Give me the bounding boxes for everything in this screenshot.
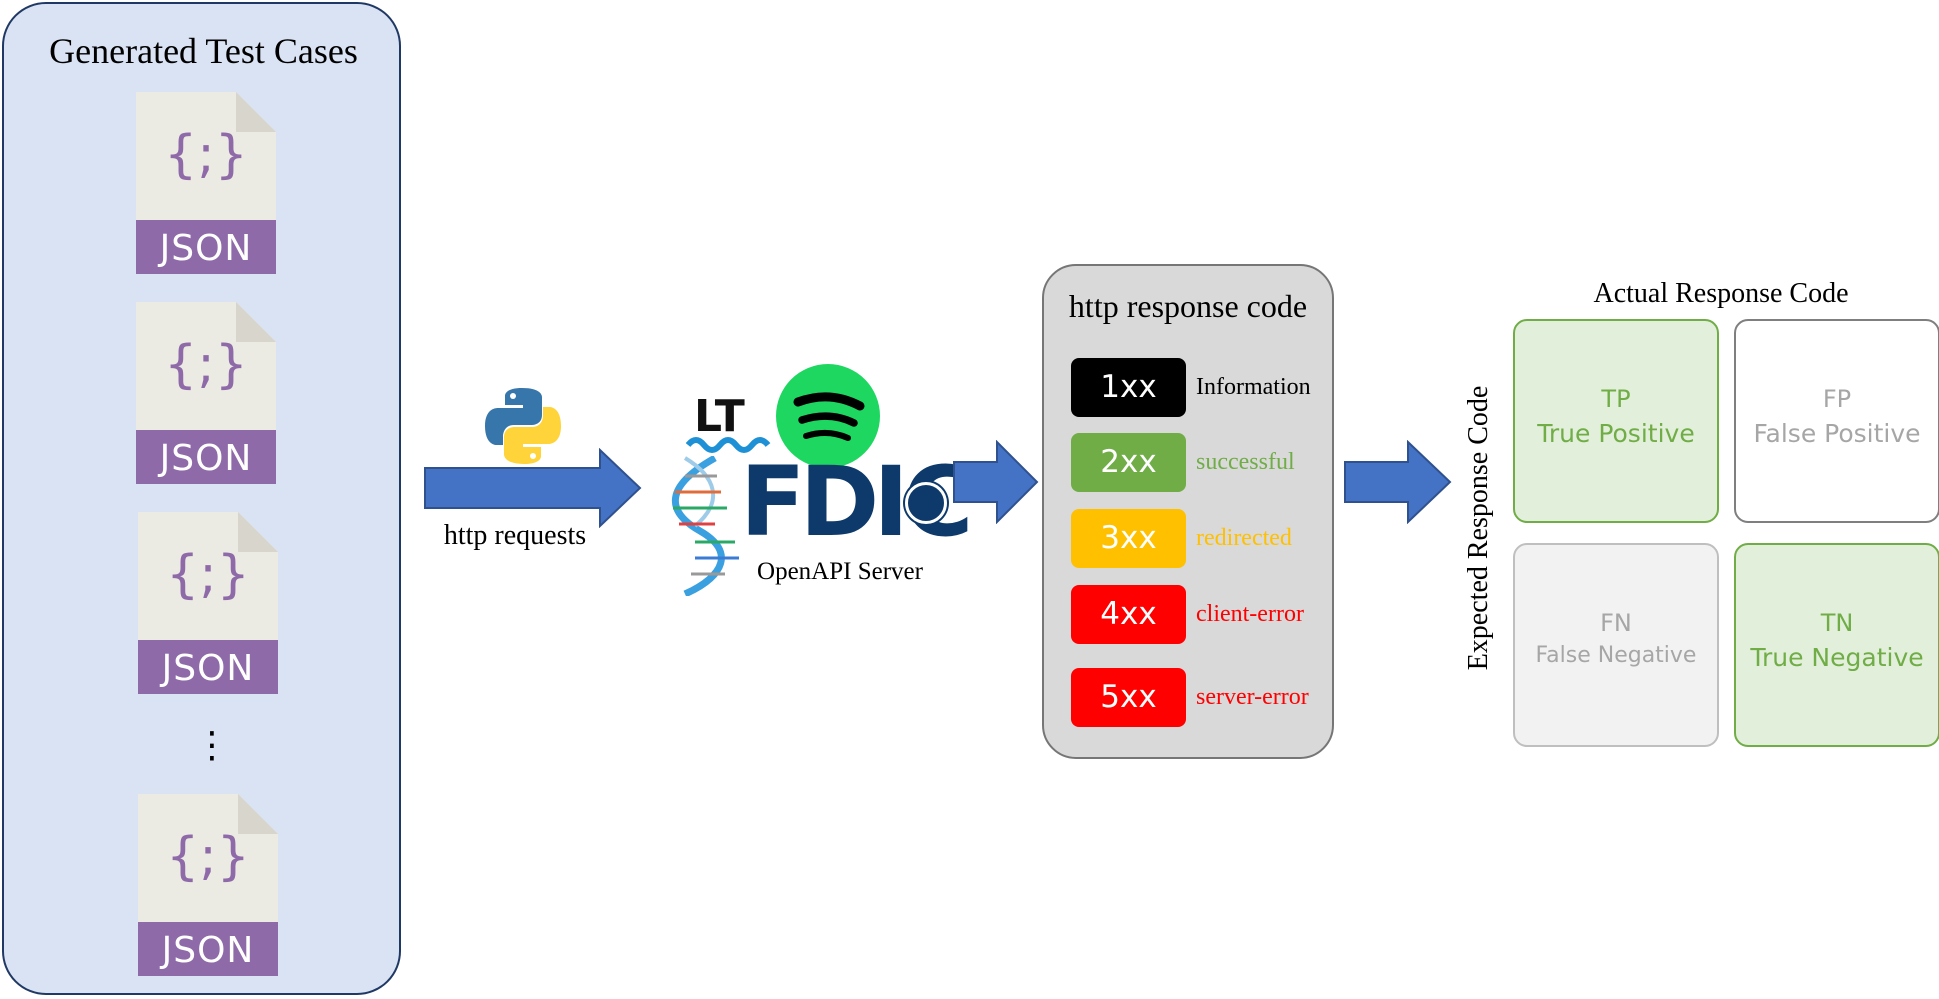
json-file-icon: {;} JSON [136, 92, 276, 274]
genome-nexus-dna-logo [672, 456, 739, 596]
matrix-row-title: Expected Response Code [1463, 385, 1494, 671]
matrix-cell-label: False Positive [1753, 419, 1921, 448]
svg-text:{;}: {;} [166, 545, 250, 605]
http-requests-label: http requests [443, 520, 587, 551]
json-file-icon: {;} JSON [138, 512, 278, 694]
matrix-cell-label: True Positive [1537, 419, 1695, 448]
fdic-seal-icon [905, 482, 947, 524]
python-logo-icon [485, 388, 561, 464]
matrix-cell-abbr: TP [1601, 385, 1631, 413]
spotify-logo [776, 364, 880, 468]
languagetool-logo: LT [686, 391, 771, 453]
matrix-cell-abbr: FP [1822, 385, 1852, 413]
code-1xx-badge: 1xx [1071, 358, 1186, 417]
code-2xx-badge: 2xx [1071, 433, 1186, 492]
response-code-panel: http response code 1xx Information 2xx s… [1042, 264, 1334, 759]
code-1xx-desc: Information [1196, 374, 1311, 400]
code-2xx-desc: successful [1196, 449, 1295, 475]
json-file-label: JSON [161, 648, 255, 689]
matrix-cell-abbr: TN [1820, 609, 1854, 637]
code-3xx-desc: redirected [1196, 525, 1292, 551]
matrix-cell-label: False Negative [1535, 643, 1697, 668]
svg-text:LT: LT [694, 391, 745, 442]
svg-text:{;}: {;} [164, 335, 248, 395]
request-arrow [424, 448, 642, 528]
code-5xx-desc: server-error [1196, 684, 1309, 710]
json-file-icon: {;} JSON [136, 302, 276, 484]
json-file-label: JSON [159, 228, 253, 269]
matrix-cell-tp: TP True Positive [1513, 319, 1719, 523]
more-files-ellipsis: ⋮ [194, 725, 230, 766]
json-file-label: JSON [161, 930, 255, 971]
svg-text:{;}: {;} [166, 827, 250, 887]
matrix-cell-abbr: FN [1600, 609, 1632, 637]
test-cases-title: Generated Test Cases [49, 31, 358, 71]
response-code-title: http response code [1068, 288, 1308, 324]
matrix-column-title: Actual Response Code [1593, 278, 1849, 309]
server-to-response-arrow [953, 440, 1039, 524]
matrix-cell-fn: FN False Negative [1513, 543, 1719, 747]
json-file-icon: {;} JSON [138, 794, 278, 976]
json-file-label: JSON [159, 438, 253, 479]
response-to-matrix-arrow [1344, 440, 1452, 524]
matrix-cell-tn: TN True Negative [1734, 543, 1939, 747]
code-5xx-badge: 5xx [1071, 668, 1186, 727]
matrix-cell-fp: FP False Positive [1734, 319, 1939, 523]
matrix-cell-label: True Negative [1750, 643, 1924, 672]
code-4xx-desc: client-error [1196, 601, 1304, 627]
code-4xx-badge: 4xx [1071, 585, 1186, 644]
server-caption: OpenAPI Server [757, 558, 923, 585]
code-3xx-badge: 3xx [1071, 509, 1186, 568]
svg-text:{;}: {;} [164, 125, 248, 185]
test-cases-panel: Generated Test Cases {;} JSON {;} JSON {… [2, 2, 401, 995]
